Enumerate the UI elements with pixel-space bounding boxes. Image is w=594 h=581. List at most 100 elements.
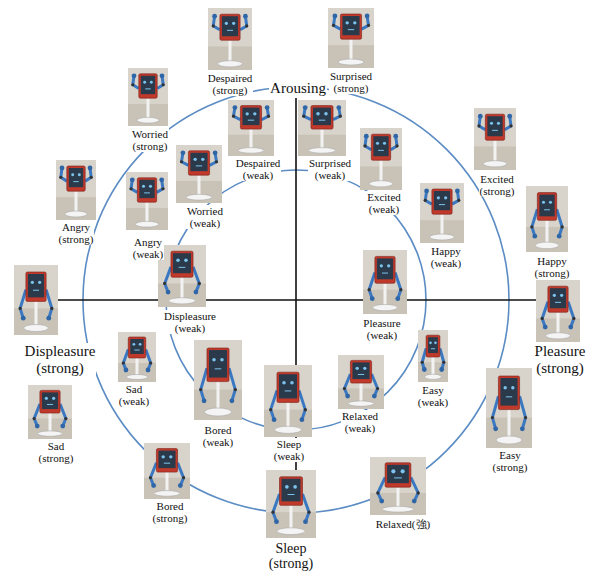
robot-screen xyxy=(550,288,566,308)
robot-screen xyxy=(313,108,331,126)
robot-eye xyxy=(490,122,493,125)
robot-eye xyxy=(376,142,379,145)
robot-hand xyxy=(364,134,369,139)
robot-eye xyxy=(193,158,196,161)
robot-arm xyxy=(201,368,207,401)
robot-joint xyxy=(267,115,270,118)
caption-holder: Excited (weak) xyxy=(366,191,402,215)
robot-arm xyxy=(520,396,526,429)
robot-joint xyxy=(232,115,235,118)
robot-joint xyxy=(442,361,445,364)
robot-eye xyxy=(437,196,440,199)
robot-joint xyxy=(491,416,494,419)
robot-photo xyxy=(526,186,568,252)
caption-holder: Easy (weak) xyxy=(417,384,450,408)
robot-base xyxy=(496,436,522,444)
robot-hand xyxy=(455,189,460,194)
robot-eye xyxy=(503,386,506,389)
robot-eye xyxy=(444,196,447,199)
emotion-caption: Bored (weak) xyxy=(202,424,235,448)
robot-screen xyxy=(130,339,143,354)
photo-ground xyxy=(208,8,252,70)
robot-screen xyxy=(242,108,259,126)
robot-base xyxy=(218,61,243,67)
robot-tablet xyxy=(311,106,333,130)
robot-base xyxy=(275,426,302,433)
robot-arm xyxy=(150,463,156,486)
robot-stand xyxy=(49,413,52,432)
robot-joint xyxy=(180,160,183,163)
robot-eye xyxy=(353,21,356,24)
robot-hand xyxy=(146,368,151,373)
robot-joint xyxy=(163,282,166,285)
caption-holder: Angry (weak) xyxy=(132,236,165,260)
robot-hand xyxy=(424,189,429,194)
robot-photo xyxy=(360,128,402,190)
robot-base xyxy=(535,242,559,249)
robot-screen xyxy=(279,374,297,398)
robot-photo xyxy=(28,385,72,439)
robot-photo xyxy=(328,8,374,68)
robot-arm xyxy=(369,273,375,299)
robot-photo xyxy=(208,8,252,70)
robot-joint xyxy=(234,388,237,391)
caption-holder: Sleep (weak) xyxy=(273,438,306,462)
caption-holder: Surprised (strong) xyxy=(329,70,373,94)
robot-joint xyxy=(199,388,202,391)
robot-joint xyxy=(182,476,185,479)
robot-tablet xyxy=(485,114,504,140)
robot-joint xyxy=(50,307,53,310)
robot-arm xyxy=(542,302,548,327)
robot-arm xyxy=(271,390,277,419)
photo-ground xyxy=(56,160,96,220)
caption-holder: Surprised (weak) xyxy=(308,157,352,181)
robot-arm xyxy=(299,390,305,419)
robot-hand xyxy=(365,14,370,19)
robot-joint xyxy=(541,317,544,320)
caption-holder: Despaired (strong) xyxy=(207,72,254,96)
photo-ground xyxy=(420,183,464,243)
robot-base xyxy=(126,375,147,380)
photo-ground xyxy=(264,365,312,437)
robot-joint xyxy=(19,307,22,310)
robot-eye xyxy=(560,294,563,297)
robot-stand xyxy=(290,505,293,529)
robot-screen xyxy=(158,451,175,469)
robot-eye xyxy=(316,112,320,116)
robot-joint xyxy=(59,176,62,179)
robot-tablet xyxy=(26,272,46,301)
robot-hand xyxy=(370,296,375,301)
robot-screen xyxy=(387,465,409,483)
robot-mouth xyxy=(378,150,384,151)
robot-hand xyxy=(274,519,279,524)
robot-arm xyxy=(178,463,184,486)
robot-eye xyxy=(176,259,180,263)
robot-hand xyxy=(243,14,248,19)
robot-eye xyxy=(220,358,224,362)
photo-ground xyxy=(474,108,516,170)
robot-mouth xyxy=(439,204,445,205)
robot-eye xyxy=(142,185,145,188)
robot-tablet xyxy=(128,337,145,358)
robot-hand xyxy=(132,73,137,78)
robot-joint xyxy=(271,511,274,514)
robot-hand xyxy=(21,316,26,321)
robot-tablet xyxy=(385,463,411,487)
robot-hand xyxy=(212,14,217,19)
robot-photo xyxy=(298,100,346,156)
robot-hand xyxy=(194,290,199,295)
robot-screen xyxy=(342,16,359,35)
robot-photo xyxy=(370,457,426,515)
robot-stand xyxy=(198,175,201,196)
robot-eye xyxy=(553,294,556,297)
robot-eye xyxy=(232,22,235,25)
robot-joint xyxy=(162,83,165,86)
emotion-caption: Surprised (strong) xyxy=(329,70,373,94)
robot-joint xyxy=(215,160,218,163)
robot-arm xyxy=(165,267,171,292)
robot-stand xyxy=(360,383,363,402)
robot-photo xyxy=(338,355,384,409)
robot-screen xyxy=(209,350,227,378)
robot-joint xyxy=(561,225,564,228)
